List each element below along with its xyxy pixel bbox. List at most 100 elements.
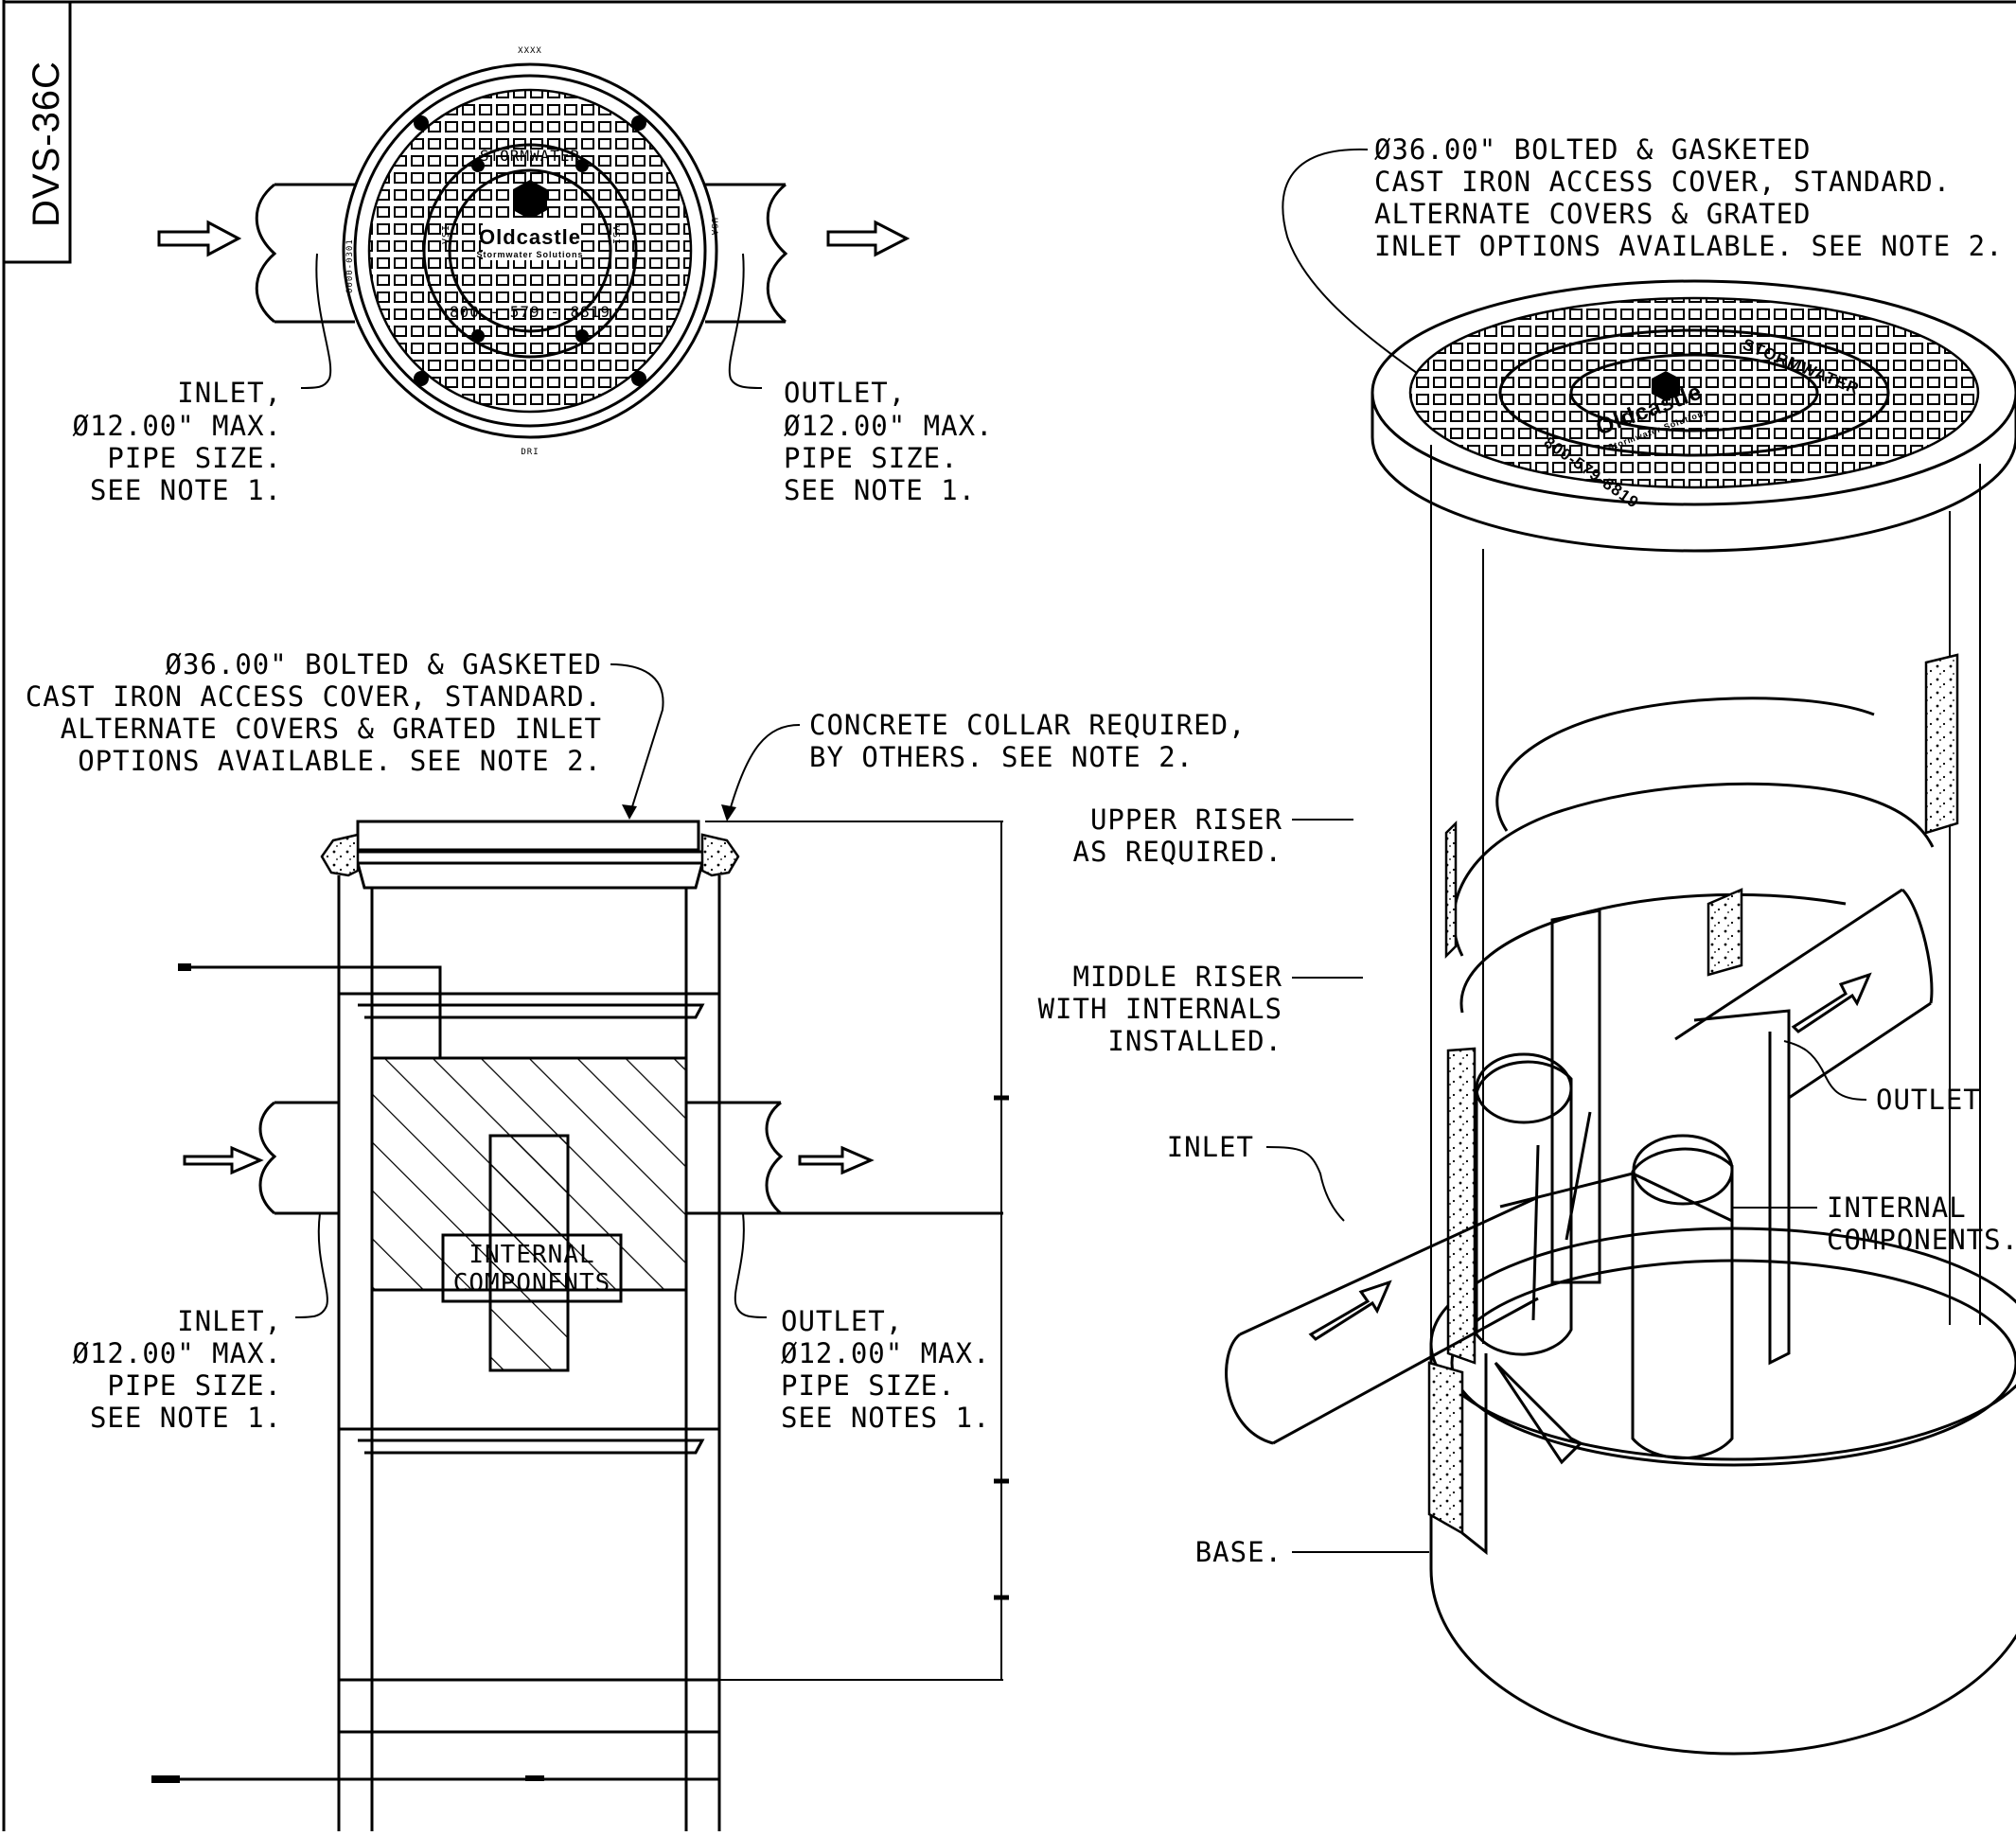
iso-upper-riser-wall-right bbox=[1924, 653, 1959, 835]
plan-outlet-label-3: PIPE SIZE. bbox=[784, 442, 959, 474]
plan-outlet-leader bbox=[728, 253, 763, 389]
sec-collar-leader bbox=[728, 724, 801, 815]
sec-internal-core bbox=[488, 1134, 570, 1372]
plan-right-small: VSI bbox=[610, 225, 621, 245]
plan-inlet-label-3: PIPE SIZE. bbox=[107, 442, 282, 474]
plan-inlet-label-4: SEE NOTE 1. bbox=[90, 474, 282, 506]
iso-internal-label-1: INTERNAL bbox=[1827, 1192, 1967, 1224]
sec-collar-label-2: BY OTHERS. SEE NOTE 2. bbox=[809, 741, 1194, 773]
sec-cover-label-3: ALTERNATE COVERS & GRATED INLET bbox=[61, 713, 602, 745]
iso-riser-ghost-lines bbox=[1430, 445, 1981, 1344]
plan-bolt-7 bbox=[471, 329, 485, 343]
iso-inlet-pipe bbox=[1239, 1195, 1539, 1445]
sec-inlet-label-1: INLET, bbox=[177, 1305, 282, 1337]
sec-inlet-label-4: SEE NOTE 1. bbox=[90, 1402, 282, 1434]
iso-cover-label-3: ALTERNATE COVERS & GRATED bbox=[1374, 198, 1812, 230]
sec-cover-label-2: CAST IRON ACCESS COVER, STANDARD. bbox=[26, 680, 602, 713]
iso-cover-logo-ring bbox=[1569, 353, 1819, 433]
model-tag: DVS-36C bbox=[26, 61, 67, 227]
iso-base-label: BASE. bbox=[1195, 1536, 1282, 1568]
iso-baffle-left bbox=[1550, 909, 1601, 1284]
plan-bottom-code: DRI bbox=[521, 448, 539, 457]
sec-outlet-label-4: SEE NOTES 1. bbox=[781, 1402, 991, 1434]
iso-cylinder-left bbox=[1475, 1060, 1573, 1356]
iso-oldcastle-logo-icon bbox=[1652, 371, 1680, 401]
sec-inlet-label-3: PIPE SIZE. bbox=[107, 1369, 282, 1402]
iso-middle-riser-label-2: WITH INTERNALS bbox=[1038, 993, 1282, 1025]
plan-frame-outer bbox=[342, 62, 718, 439]
plan-cover-center bbox=[422, 143, 638, 359]
sec-base-lines bbox=[339, 1678, 719, 1734]
iso-cover-grate bbox=[1408, 296, 1980, 489]
iso-cover-label-1: Ø36.00" BOLTED & GASKETED bbox=[1374, 133, 1812, 166]
iso-baffle-right bbox=[1693, 1009, 1791, 1366]
iso-base-wall-left bbox=[1427, 1361, 1464, 1536]
sec-inlet-leader bbox=[294, 1212, 328, 1318]
iso-cover-frame-side bbox=[1371, 393, 2016, 553]
sec-cover-label-1: Ø36.00" BOLTED & GASKETED bbox=[166, 648, 603, 680]
sec-cover-leader bbox=[610, 663, 664, 817]
plan-outlet-label-2: Ø12.00" MAX. bbox=[784, 410, 994, 442]
plan-oldcastle-logo-icon bbox=[513, 180, 547, 220]
sec-outlet-pipe bbox=[686, 1101, 781, 1215]
plan-inlet-label-1: INLET, bbox=[177, 377, 282, 409]
plan-inlet-leader bbox=[300, 253, 332, 389]
iso-cover-leader bbox=[1282, 148, 1425, 380]
iso-middle-riser-label-3: INSTALLED. bbox=[1107, 1025, 1282, 1057]
model-tag-box bbox=[2, 0, 72, 264]
iso-upper-riser-band bbox=[1452, 782, 1935, 957]
plan-bolt-2 bbox=[631, 115, 646, 131]
iso-cylinder-right bbox=[1631, 1147, 1734, 1460]
sec-level-line bbox=[185, 965, 442, 1058]
plan-bolt-3 bbox=[414, 371, 429, 386]
plan-inlet-pipe bbox=[274, 183, 355, 324]
sec-outlet-label-3: PIPE SIZE. bbox=[781, 1369, 956, 1402]
sec-outlet-label-1: OUTLET, bbox=[781, 1305, 903, 1337]
sec-collar-label-1: CONCRETE COLLAR REQUIRED, bbox=[809, 709, 1247, 741]
sec-cover-lip bbox=[356, 861, 704, 890]
iso-upper-riser-label-1: UPPER RISER bbox=[1090, 803, 1282, 836]
iso-upper-riser-top bbox=[1495, 697, 1875, 832]
plan-bolt-5 bbox=[471, 159, 485, 172]
iso-outlet-pipe bbox=[1674, 888, 1932, 1100]
plan-bolt-8 bbox=[575, 329, 589, 343]
iso-middle-riser-label-1: MIDDLE RISER bbox=[1072, 961, 1282, 993]
sec-inlet-label-2: Ø12.00" MAX. bbox=[72, 1337, 282, 1369]
iso-outlet-flow-arrow bbox=[1791, 972, 1872, 1033]
plan-right-code: USA bbox=[709, 218, 718, 236]
iso-inlet-flow-arrow bbox=[1308, 1280, 1392, 1341]
sec-cover-frame bbox=[356, 820, 700, 852]
plan-left-small: VSI bbox=[441, 224, 451, 244]
iso-cover-label-2: CAST IRON ACCESS COVER, STANDARD. bbox=[1374, 166, 1951, 198]
iso-base-top bbox=[1429, 1227, 2016, 1461]
sec-outlet-flow-arrow bbox=[798, 1145, 875, 1175]
plan-outlet-pipe bbox=[705, 183, 786, 324]
plan-inlet-label-2: Ø12.00" MAX. bbox=[72, 410, 282, 442]
sec-internal-label-1: INTERNAL bbox=[469, 1241, 594, 1269]
plan-outlet-pipe-break bbox=[766, 183, 788, 324]
iso-internal-label-2: COMPONENTS. bbox=[1827, 1224, 2016, 1256]
sec-cover-label-4: OPTIONS AVAILABLE. SEE NOTE 2. bbox=[78, 745, 602, 777]
iso-outlet-label: OUTLET bbox=[1876, 1084, 1981, 1116]
sec-internal-label-2: COMPONENTS bbox=[453, 1269, 611, 1298]
sec-outlet-label-2: Ø12.00" MAX. bbox=[781, 1337, 991, 1369]
plan-left-code: 0000-0301 bbox=[345, 238, 355, 293]
sec-outlet-leader bbox=[734, 1212, 768, 1318]
iso-base-inner bbox=[1450, 1259, 2016, 1467]
plan-phone: 800 - 579 - 8819 bbox=[450, 303, 610, 321]
plan-bolt-4 bbox=[631, 371, 646, 386]
sec-inlet-flow-arrow bbox=[183, 1145, 264, 1175]
iso-cover-center bbox=[1498, 328, 1890, 457]
section-view: Ø36.00" BOLTED & GASKETED CAST IRON ACCE… bbox=[26, 648, 1247, 1831]
iso-middle-riser-back bbox=[1459, 892, 1847, 1014]
sec-inlet-pipe bbox=[274, 1101, 339, 1215]
plan-bolt-1 bbox=[414, 115, 429, 131]
plan-outlet-label-4: SEE NOTE 1. bbox=[784, 474, 976, 506]
iso-middle-riser-wall-left bbox=[1446, 1047, 1477, 1365]
plan-top-code: XXXX bbox=[518, 46, 542, 56]
iso-view: Ø36.00" BOLTED & GASKETED CAST IRON ACCE… bbox=[1038, 133, 2016, 1756]
plan-cover-logo-ring bbox=[448, 168, 612, 333]
plan-bolt-6 bbox=[575, 159, 589, 172]
plan-view: Oldcastle Stormwater Solutions STORMWATE… bbox=[72, 46, 994, 506]
